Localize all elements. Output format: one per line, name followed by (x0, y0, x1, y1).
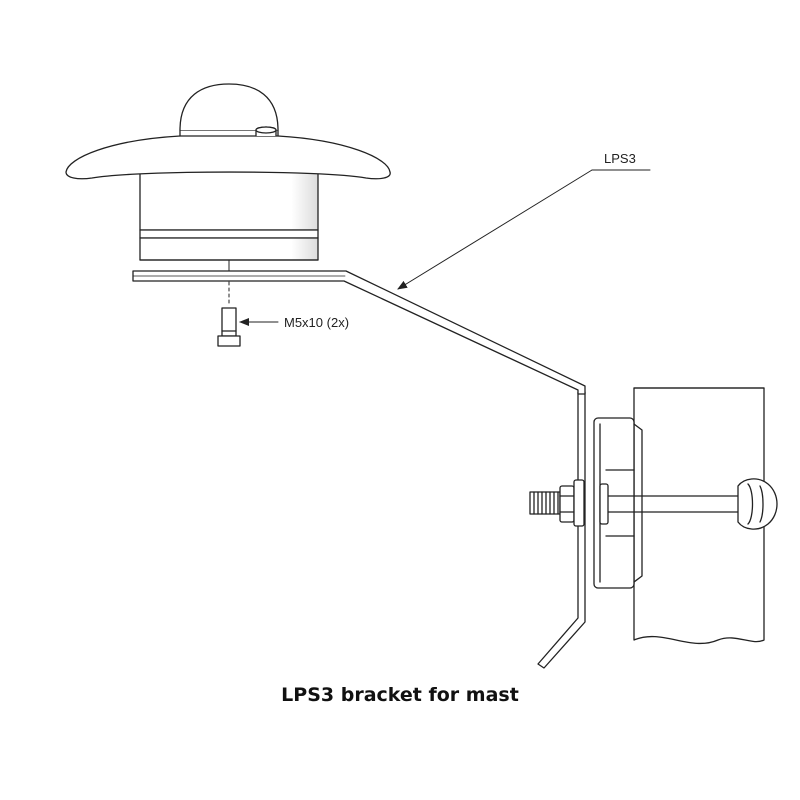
sensor (65, 83, 391, 272)
mast-clamp (593, 417, 643, 589)
label-lps3: LPS3 (604, 151, 636, 166)
bracket-upper (132, 270, 586, 395)
mast (633, 387, 765, 645)
label-screw: M5x10 (2x) (284, 315, 349, 330)
bracket-lower-leg (537, 391, 586, 669)
leader-lines (239, 169, 651, 326)
mounting-screw (217, 281, 241, 347)
figure-caption: LPS3 bracket for mast (281, 684, 519, 706)
bracket-bolt (529, 479, 609, 527)
u-bolt (605, 478, 778, 530)
